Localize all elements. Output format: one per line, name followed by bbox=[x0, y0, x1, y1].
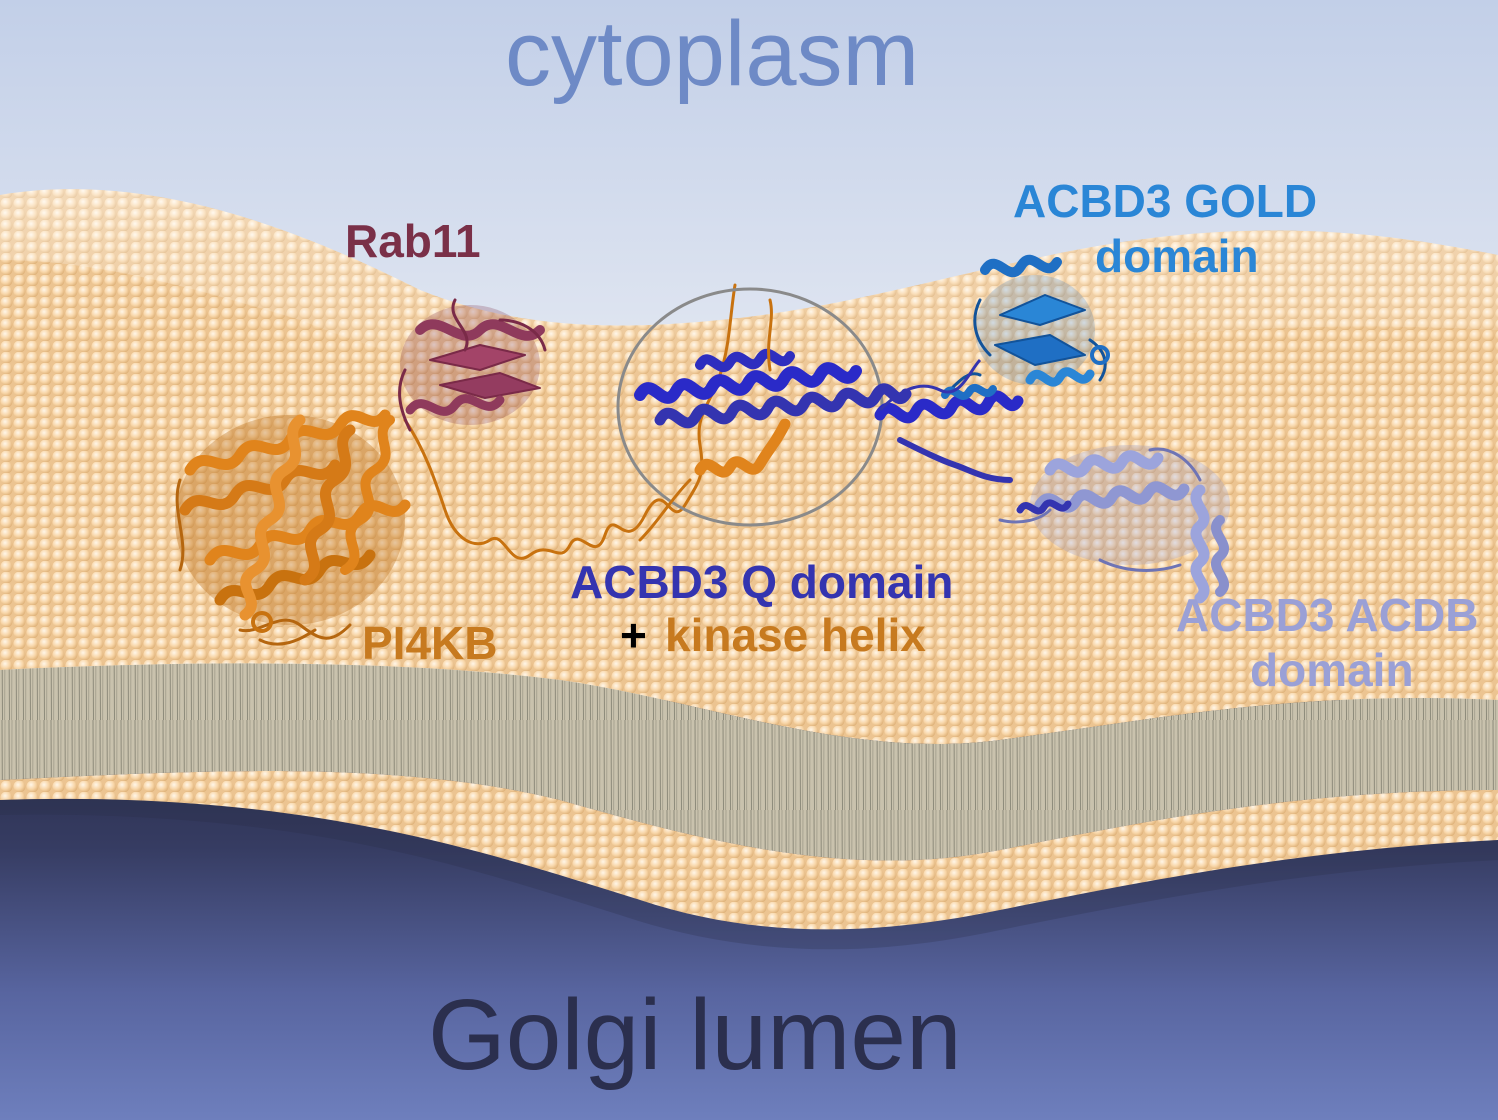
rab11-label: Rab11 bbox=[345, 215, 481, 267]
pi4kb-label: PI4KB bbox=[362, 617, 498, 669]
acbd3-q-domain-label: ACBD3 Q domain bbox=[570, 556, 954, 608]
acbd3-acdb-label-line2: domain bbox=[1250, 644, 1414, 696]
kinase-helix-structure bbox=[638, 298, 791, 542]
acbd3-linker bbox=[878, 358, 982, 412]
acbd3-acdb-label-line1: ACBD3 ACDB bbox=[1176, 589, 1479, 641]
membrane-lower-leaflet bbox=[0, 771, 1498, 930]
plus-sign: + bbox=[620, 609, 647, 661]
kinase-helix-label: kinase helix bbox=[665, 609, 926, 661]
acbd3-gold-label-line2: domain bbox=[1095, 230, 1259, 282]
acbd3-gold-domain-structure bbox=[941, 254, 1110, 400]
acbd3-gold-label-line1: ACBD3 GOLD bbox=[1013, 175, 1318, 227]
pi4kb-linker bbox=[403, 283, 737, 560]
rab11-structure bbox=[398, 298, 547, 432]
pi4kb-structure bbox=[175, 409, 411, 646]
acbd3-acdb-domain-structure bbox=[998, 445, 1230, 604]
membrane-tail-region bbox=[0, 663, 1498, 861]
cytoplasm-label: cytoplasm bbox=[505, 3, 920, 105]
golgi-lumen-label: Golgi lumen bbox=[428, 979, 962, 1091]
acbd3-q-domain-structure bbox=[634, 348, 1024, 483]
